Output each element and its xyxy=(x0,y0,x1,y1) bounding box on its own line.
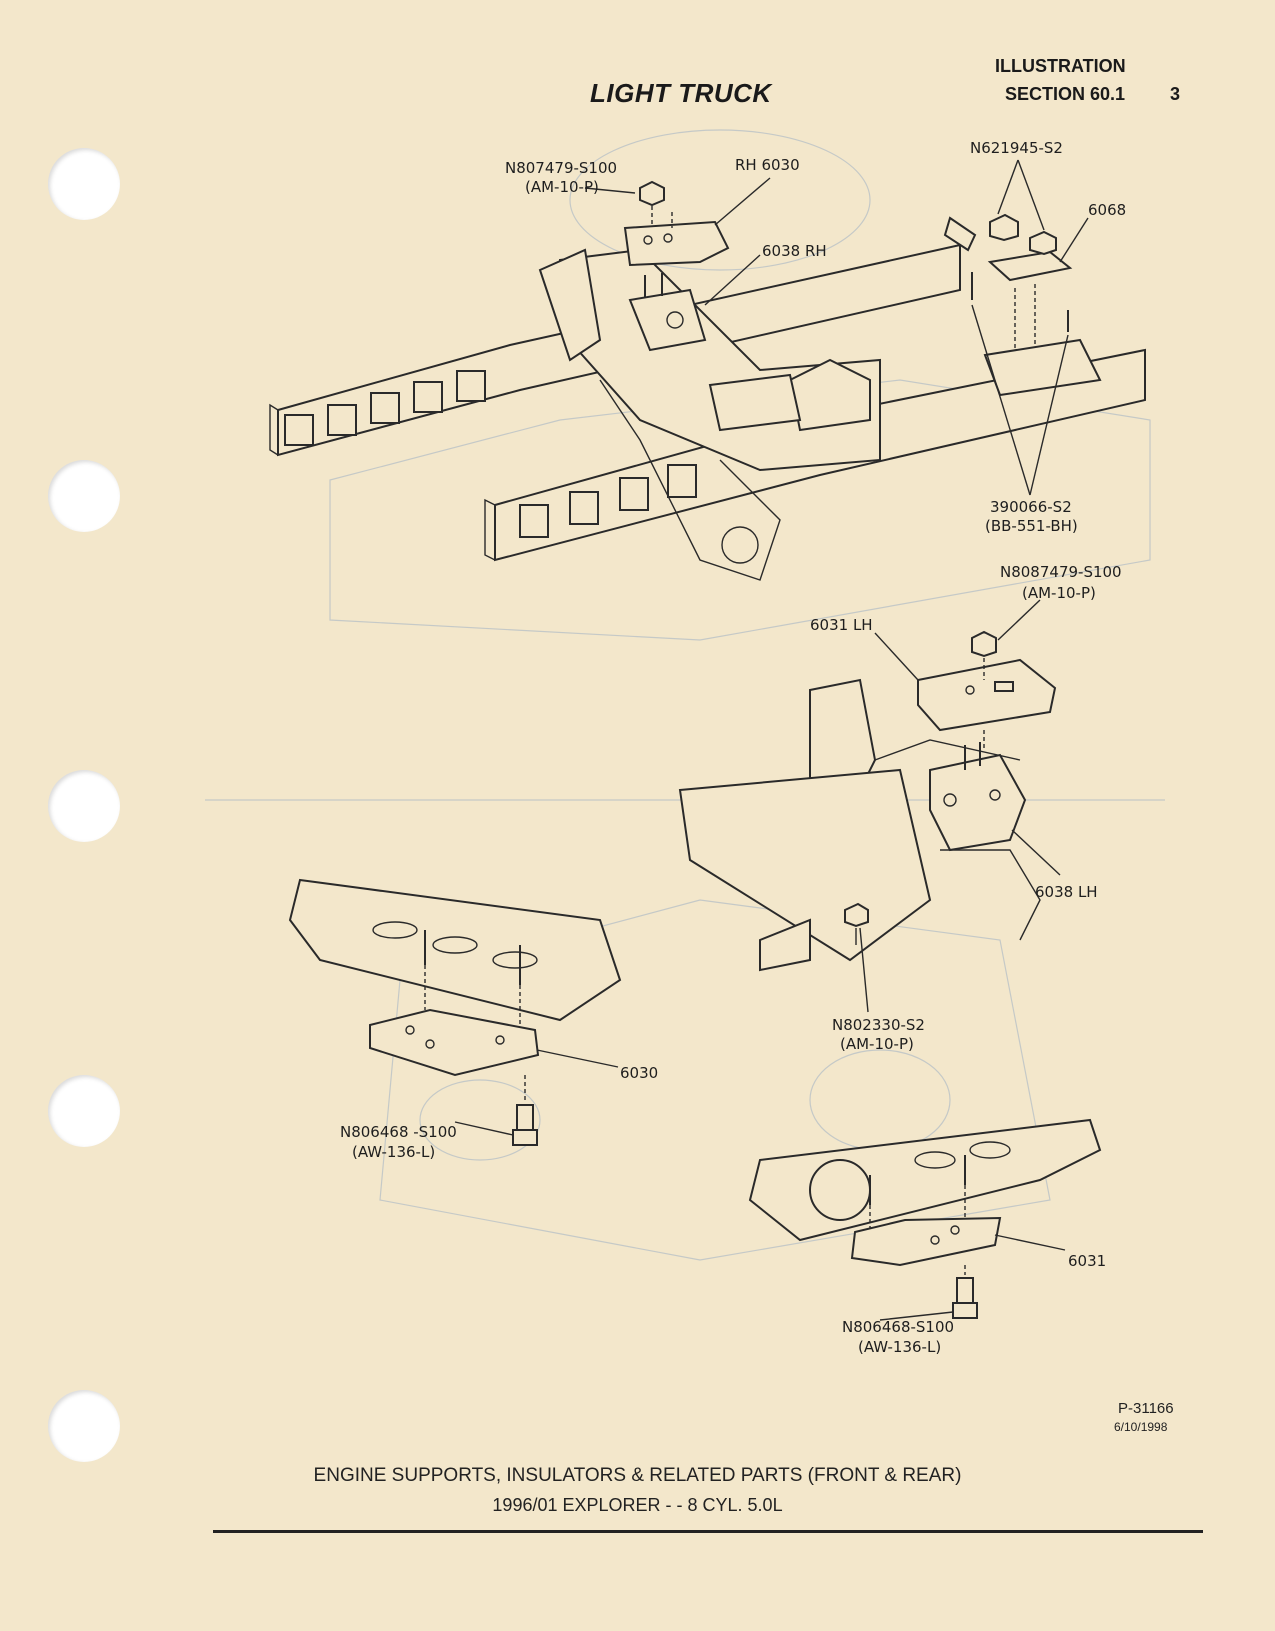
rh-bracket-6030 xyxy=(623,180,730,267)
callout-rh-6030: RH 6030 xyxy=(735,156,800,174)
binder-hole-5 xyxy=(48,1390,120,1462)
callout-n806468-left: N806468 -S100 xyxy=(340,1123,457,1141)
callout-6031: 6031 xyxy=(1068,1252,1106,1270)
callout-n806468-right: N806468-S100 xyxy=(842,1318,954,1336)
bottom-rule xyxy=(213,1530,1203,1533)
binder-hole-4 xyxy=(48,1075,120,1147)
page-number: 3 xyxy=(1170,84,1181,104)
callout-390066-s2: 390066-S2 xyxy=(990,498,1072,516)
callout-6030: 6030 xyxy=(620,1064,658,1082)
callout-n806468-left-code: (AW-136-L) xyxy=(352,1143,435,1161)
binder-hole-3 xyxy=(48,770,120,842)
section-label: SECTION 60.1 xyxy=(1005,84,1126,104)
leader-lines xyxy=(454,159,1089,1321)
lh-bracket-6031 xyxy=(917,630,1057,750)
binder-hole-2 xyxy=(48,460,120,532)
callout-n8087479-s100: N8087479-S100 xyxy=(1000,563,1122,581)
front-frame-assembly xyxy=(269,243,1146,581)
illustration-date: 6/10/1998 xyxy=(1114,1420,1168,1434)
illustration-label: ILLUSTRATION xyxy=(995,56,1126,76)
callout-n807479-s100: N807479-S100 xyxy=(505,159,617,177)
callout-n806468-right-code: (AW-136-L) xyxy=(858,1338,941,1356)
callout-6068: 6068 xyxy=(1088,201,1126,219)
callout-n802330-s2: N802330-S2 xyxy=(832,1016,925,1034)
callout-6038-rh: 6038 RH xyxy=(762,242,827,260)
rear-crossmember-right xyxy=(748,1118,1102,1242)
callout-390066-code: (BB-551-BH) xyxy=(985,517,1078,535)
callout-n807479-code: (AM-10-P) xyxy=(525,178,599,196)
caption-title: ENGINE SUPPORTS, INSULATORS & RELATED PA… xyxy=(313,1465,962,1486)
callout-6038-lh: 6038 LH xyxy=(1035,883,1098,901)
rear-bracket-6031 xyxy=(850,1216,1002,1319)
illustration-number: P-31166 xyxy=(1118,1400,1174,1417)
callout-n8087479-code: (AM-10-P) xyxy=(1022,584,1096,602)
rear-bracket-6030 xyxy=(369,1008,540,1146)
callout-6031-lh: 6031 LH xyxy=(810,616,873,634)
lh-crossmember xyxy=(678,678,1041,972)
callout-n802330-code: (AM-10-P) xyxy=(840,1035,914,1053)
page-title: LIGHT TRUCK xyxy=(590,78,772,108)
rear-crossmember-left xyxy=(288,878,622,1040)
plate-6068 xyxy=(943,213,1102,397)
rh-insulator-6038 xyxy=(628,273,707,352)
callout-n621945-s2: N621945-S2 xyxy=(970,139,1063,157)
binder-hole-1 xyxy=(48,148,120,220)
caption-application: 1996/01 EXPLORER - - 8 CYL. 5.0L xyxy=(492,1495,783,1515)
